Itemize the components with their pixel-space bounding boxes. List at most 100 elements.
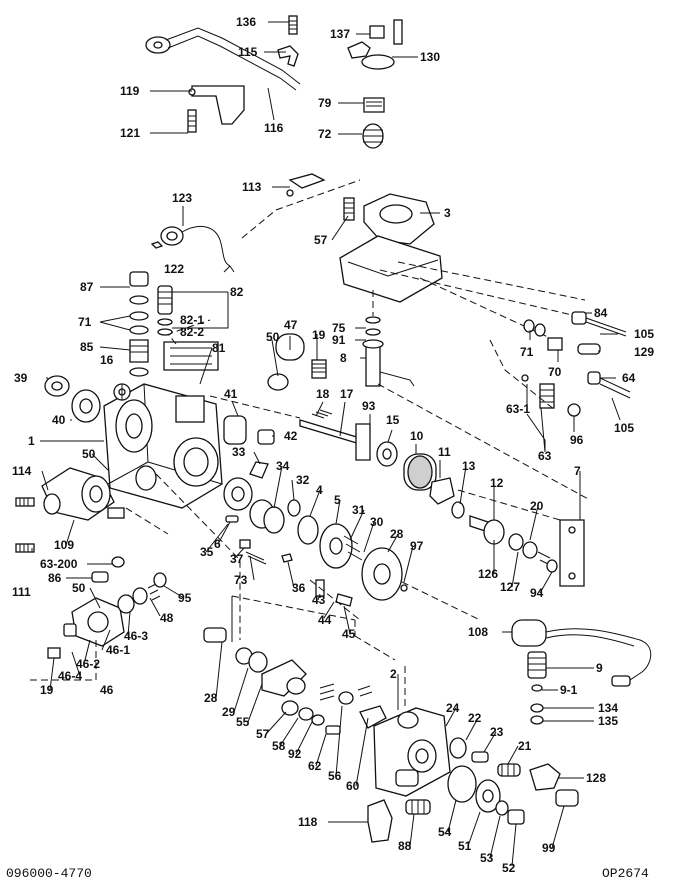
callout-8: 8 [340, 351, 347, 365]
control-lever-drawing [145, 15, 403, 197]
callout-40: 40 [52, 413, 66, 427]
callout-52: 52 [502, 861, 516, 875]
callout-6: 6 [214, 537, 221, 551]
callout-32: 32 [296, 473, 310, 487]
callout-75: 75 [332, 321, 346, 335]
callout-37: 37 [230, 552, 244, 566]
callout-82-1: 82-1 [180, 313, 204, 327]
callout-46: 46 [100, 683, 114, 697]
callout-84: 84 [594, 306, 608, 320]
callout-42: 42 [284, 429, 298, 443]
callout-16: 16 [100, 353, 114, 367]
callout-79: 79 [318, 96, 332, 110]
callout-128: 128 [586, 771, 606, 785]
callout-12: 12 [490, 476, 504, 490]
callout-18: 18 [316, 387, 330, 401]
lower-housing-drawing [367, 666, 579, 843]
pump-housing-drawing [103, 319, 223, 509]
callout-13: 13 [462, 459, 476, 473]
callout-63: 63 [538, 449, 552, 463]
wire-harness-drawing [150, 225, 235, 273]
callout-labels: 136 137 130 115 119 79 116 121 72 113 12… [12, 15, 654, 875]
callout-46-1: 46-1 [106, 643, 130, 657]
rotor-group-drawing [376, 441, 585, 587]
callout-127: 127 [500, 580, 520, 594]
callout-51: 51 [458, 839, 472, 853]
callout-81: 81 [212, 341, 226, 355]
feed-pump-cover-drawing [30, 572, 167, 681]
callout-73: 73 [234, 573, 248, 587]
callout-41: 41 [224, 387, 238, 401]
callout-105-upper: 105 [634, 327, 654, 341]
callout-111: 111 [12, 585, 31, 599]
callout-7: 7 [574, 464, 581, 478]
callout-3: 3 [444, 206, 451, 220]
callout-87: 87 [80, 280, 94, 294]
callout-82-2: 82-2 [180, 325, 204, 339]
callout-130: 130 [420, 50, 440, 64]
callout-46-2: 46-2 [76, 657, 100, 671]
callout-122: 122 [164, 262, 184, 276]
callout-20: 20 [530, 499, 544, 513]
callout-39: 39 [14, 371, 28, 385]
callout-2: 2 [390, 667, 397, 681]
callout-44: 44 [318, 613, 332, 627]
aux-fitting-drawing [15, 467, 125, 583]
callout-118: 118 [298, 815, 318, 829]
callout-114: 114 [12, 464, 32, 478]
callout-50-lower: 50 [72, 581, 86, 595]
callout-63-1: 63-1 [506, 402, 530, 416]
solenoid-drawing [511, 619, 652, 725]
callout-129: 129 [634, 345, 654, 359]
part-drawings [15, 15, 652, 843]
callout-5: 5 [334, 493, 341, 507]
callout-126: 126 [478, 567, 498, 581]
callout-36: 36 [292, 581, 306, 595]
callout-17: 17 [340, 387, 354, 401]
callout-99: 99 [542, 841, 556, 855]
callout-21: 21 [518, 739, 532, 753]
callout-28-lower: 28 [204, 691, 218, 705]
callout-54: 54 [438, 825, 452, 839]
callout-113: 113 [242, 180, 262, 194]
callout-116: 116 [264, 121, 284, 135]
callout-105-lower: 105 [614, 421, 634, 435]
callout-115: 115 [238, 45, 258, 59]
assembly-guides [125, 179, 561, 640]
valve-group-drawing [203, 600, 396, 735]
callout-48: 48 [160, 611, 174, 625]
callout-119: 119 [120, 84, 140, 98]
callout-121: 121 [120, 126, 140, 140]
callout-63-200: 63-200 [40, 557, 78, 571]
callout-33: 33 [232, 445, 246, 459]
callout-46-3: 46-3 [124, 629, 148, 643]
callout-9: 9 [596, 661, 603, 675]
callout-136: 136 [236, 15, 256, 29]
callout-85: 85 [80, 340, 94, 354]
callout-109: 109 [54, 538, 74, 552]
callout-70: 70 [548, 365, 562, 379]
callout-57-lower: 57 [256, 727, 270, 741]
callout-47: 47 [284, 318, 298, 332]
callout-137: 137 [330, 27, 350, 41]
part-number-label: 096000-4770 [6, 866, 92, 881]
callout-10: 10 [410, 429, 424, 443]
leader-lines [31, 21, 621, 867]
right-parts-drawing [489, 311, 631, 417]
callout-62: 62 [308, 759, 322, 773]
callout-58: 58 [272, 739, 286, 753]
callout-46-4: 46-4 [58, 669, 82, 683]
callout-45: 45 [342, 627, 356, 641]
callout-71-left: 71 [78, 315, 92, 329]
callout-19-lower: 19 [40, 683, 54, 697]
callout-71-right: 71 [520, 345, 534, 359]
callout-50-left: 50 [82, 447, 96, 461]
callout-24: 24 [446, 701, 460, 715]
callout-9-1: 9-1 [560, 683, 578, 697]
callout-31: 31 [352, 503, 366, 517]
callout-135: 135 [598, 714, 618, 728]
callout-64: 64 [622, 371, 636, 385]
callout-19-upper: 19 [312, 328, 326, 342]
callout-35: 35 [200, 545, 214, 559]
